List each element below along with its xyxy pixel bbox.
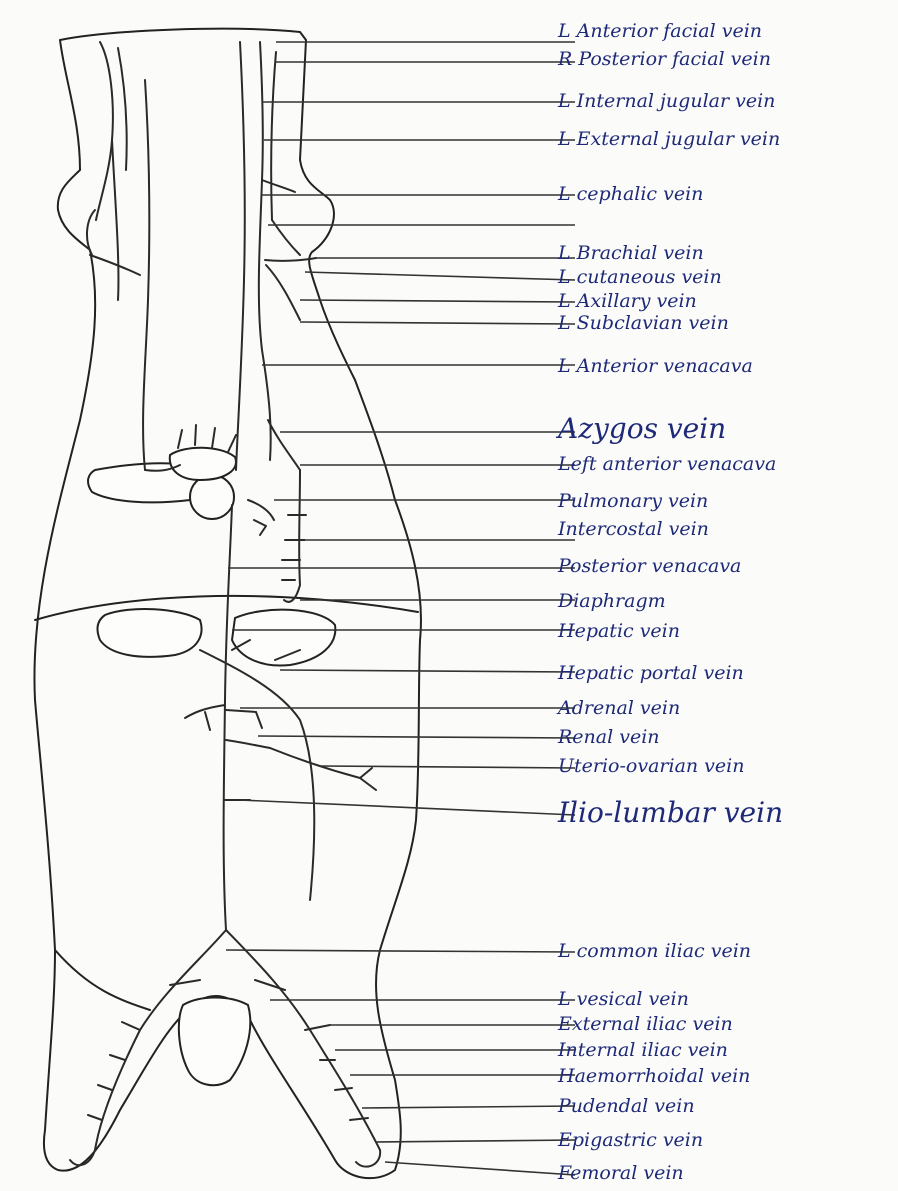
label-posterior-facial-vein: R Posterior facial vein: [558, 48, 771, 70]
internal-jugular-vein-left-side: [143, 80, 149, 470]
left-arm-branch: [87, 210, 95, 255]
adrenal-vein-right: [185, 705, 225, 730]
label-posterior-venacava: Posterior venacava: [558, 555, 741, 577]
label-vesical-vein: L vesical vein: [558, 988, 689, 1010]
internal-jugular-vein: [236, 42, 245, 470]
heart-and-lungs: [88, 448, 236, 519]
label-diaphragm: Diaphragm: [558, 590, 666, 612]
label-left-anterior-venacava: Left anterior venacava: [558, 453, 776, 475]
label-epigastric-vein: Epigastric vein: [558, 1129, 703, 1151]
pelvic-bone: [179, 998, 250, 1086]
label-brachial-vein: L Brachial vein: [558, 242, 704, 264]
label-femoral-vein: Femoral vein: [558, 1162, 684, 1184]
liver-left-lobe: [98, 609, 202, 657]
external-jugular-vein-left-side: [112, 140, 118, 300]
label-uterio-ovarian-vein: Uterio-ovarian vein: [558, 755, 744, 777]
cephalic-branch: [262, 180, 295, 192]
anterior-facial-vein-left: [96, 42, 113, 220]
label-haemorrhoidal-vein: Haemorrhoidal vein: [558, 1065, 750, 1087]
label-ilio-lumbar-vein: Ilio-lumbar vein: [558, 798, 783, 828]
hepatic-portal-vein: [200, 650, 314, 900]
intercostal-veins: [282, 515, 306, 580]
label-intercostal-vein: Intercostal vein: [558, 518, 709, 540]
label-pudendal-vein: Pudendal vein: [558, 1095, 695, 1117]
label-internal-jugular-vein: L Internal jugular vein: [558, 90, 775, 112]
label-anterior-facial-vein: L Anterior facial vein: [558, 20, 762, 42]
vesical-veins: [170, 980, 285, 990]
label-external-jugular-vein: L External jugular vein: [558, 128, 780, 150]
label-cutaneous-vein: L cutaneous vein: [558, 266, 722, 288]
label-adrenal-vein: Adrenal vein: [558, 697, 680, 719]
posterior-facial-vein-left: [118, 48, 127, 170]
label-pulmonary-vein: Pulmonary vein: [558, 490, 708, 512]
label-common-iliac-vein: L common iliac vein: [558, 940, 751, 962]
left-subclavian: [90, 255, 140, 275]
label-anterior-venacava: L Anterior venacava: [558, 355, 753, 377]
pulmonary-vein: [248, 500, 274, 535]
label-renal-vein: Renal vein: [558, 726, 660, 748]
liver-lobes: [98, 609, 336, 666]
label-external-iliac-vein: External iliac vein: [558, 1013, 733, 1035]
anterior-venacava-right: [262, 350, 271, 460]
anterior-facial-vein: [259, 42, 263, 350]
label-hepatic-vein: Hepatic vein: [558, 620, 680, 642]
renal-vein: [226, 710, 270, 748]
label-subclavian-vein: L Subclavian vein: [558, 312, 729, 334]
uterio-ovarian-vein: [270, 748, 376, 790]
azygos-vein: [268, 420, 300, 470]
label-hepatic-portal-vein: Hepatic portal vein: [558, 662, 744, 684]
right-leg-branches: [88, 1022, 140, 1120]
label-axillary-vein: L Axillary vein: [558, 290, 697, 312]
sinus-venosus: [170, 448, 236, 480]
axillary-vein: [266, 265, 300, 320]
left-anterior-venacava: [284, 470, 300, 602]
label-internal-iliac-vein: Internal iliac vein: [558, 1039, 728, 1061]
label-azygos-vein: Azygos vein: [558, 414, 726, 444]
label-cephalic-vein: L cephalic vein: [558, 183, 703, 205]
heart-chamber: [190, 475, 234, 519]
